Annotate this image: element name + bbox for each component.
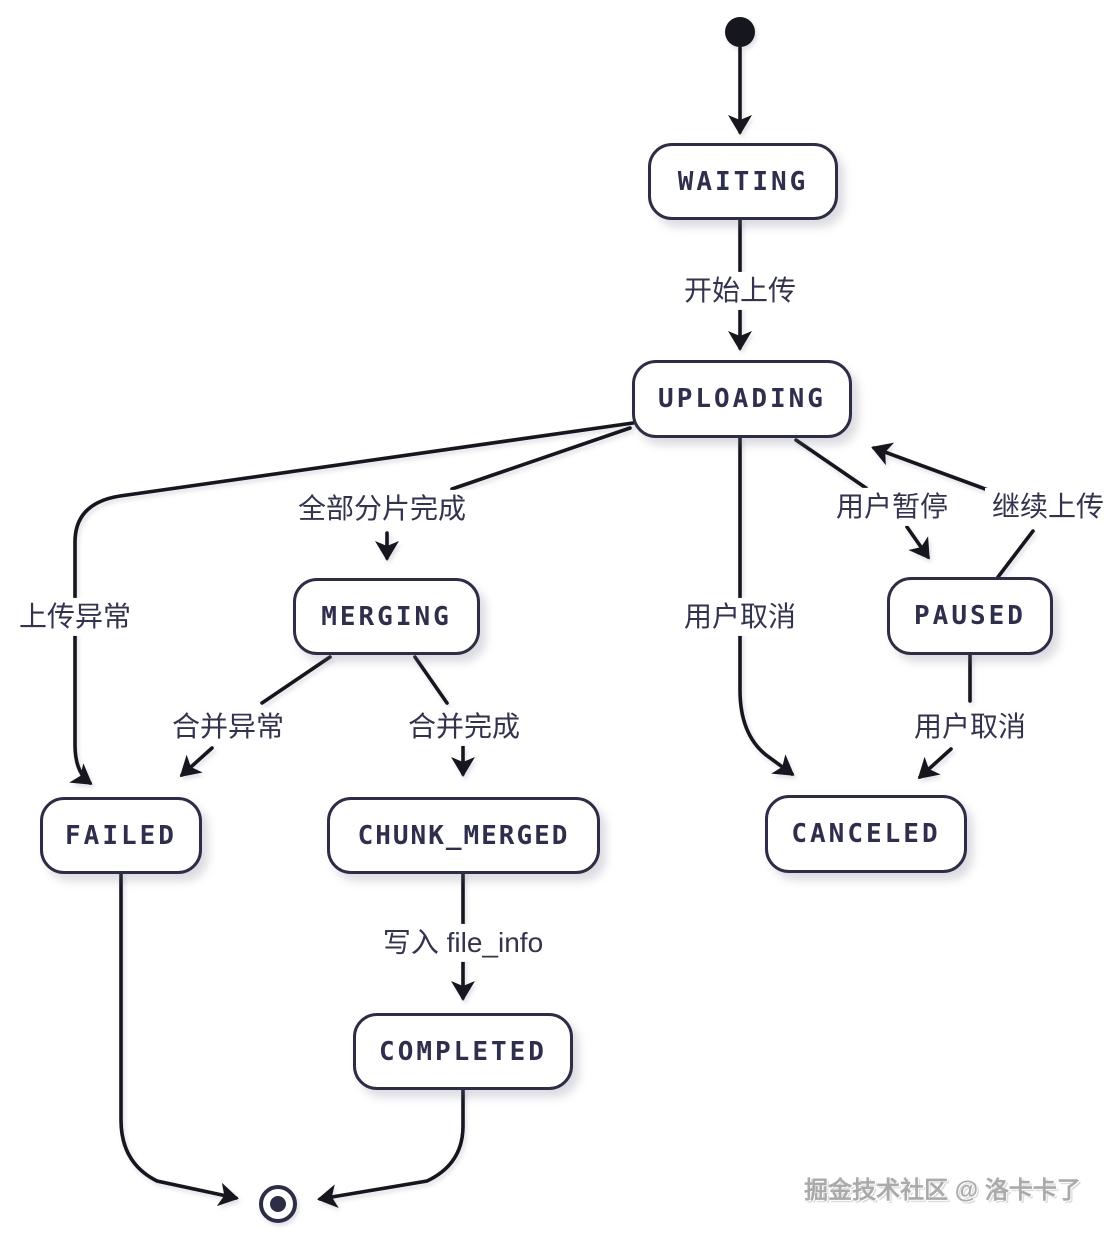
state-node-canceled: CANCELED [765, 795, 967, 873]
edge-paused-to-uploading-a [996, 529, 1035, 579]
state-label-canceled: CANCELED [791, 819, 941, 849]
edge-uploading-to-canceled [738, 436, 795, 776]
edge-uploading-to-failed [69, 421, 635, 785]
edge-paused-to-canceled-b [917, 747, 953, 780]
edge-label-start-upload: 开始上传 [676, 271, 804, 311]
state-node-paused: PAUSED [887, 577, 1053, 655]
state-node-failed: FAILED [40, 797, 202, 874]
edge-label-merge-error: 合并异常 [164, 707, 292, 747]
state-node-waiting: WAITING [648, 143, 838, 220]
state-node-uploading: UPLOADING [632, 360, 852, 438]
edge-label-merge-done: 合并完成 [400, 707, 528, 747]
state-label-merging: MERGING [321, 601, 452, 632]
edge-completed-to-end [317, 1088, 465, 1209]
edge-label-user-cancel-uploading: 用户取消 [676, 597, 804, 637]
edge-failed-to-end [119, 872, 239, 1207]
edge-label-resume-upload: 继续上传 [984, 487, 1112, 527]
watermark: 掘金技术社区 @ 洛卡卡了 [804, 1177, 1081, 1204]
state-node-chunk-merged: CHUNK_MERGED [327, 797, 600, 874]
state-label-uploading: UPLOADING [658, 384, 826, 414]
state-label-waiting: WAITING [677, 166, 809, 197]
edge-merging-to-failed-a [260, 655, 332, 705]
edge-label-user-cancel-paused: 用户取消 [906, 707, 1034, 747]
state-label-completed: COMPLETED [379, 1036, 547, 1067]
state-label-failed: FAILED [65, 820, 177, 851]
state-label-chunk-merged: CHUNK_MERGED [357, 820, 570, 851]
edge-label-all-chunks-done: 全部分片完成 [290, 489, 474, 529]
edge-uploading-to-merging-a [450, 426, 632, 491]
state-node-completed: COMPLETED [353, 1013, 573, 1090]
state-node-merging: MERGING [293, 578, 480, 655]
edge-label-write-file-info: 写入 file_info [375, 923, 551, 963]
edge-label-upload-error: 上传异常 [11, 597, 139, 637]
edge-uploading-to-paused-a [794, 438, 868, 490]
edge-merging-to-failed-b [179, 746, 214, 778]
edge-paused-to-uploading-b [871, 442, 990, 492]
edge-merging-to-chunkmerged-a [413, 655, 449, 705]
edge-label-user-pause: 用户暂停 [828, 487, 956, 527]
edge-uploading-to-paused-b [905, 525, 930, 560]
state-label-paused: PAUSED [914, 601, 1026, 631]
initial-state-icon [725, 17, 755, 47]
final-state-icon [259, 1185, 297, 1223]
